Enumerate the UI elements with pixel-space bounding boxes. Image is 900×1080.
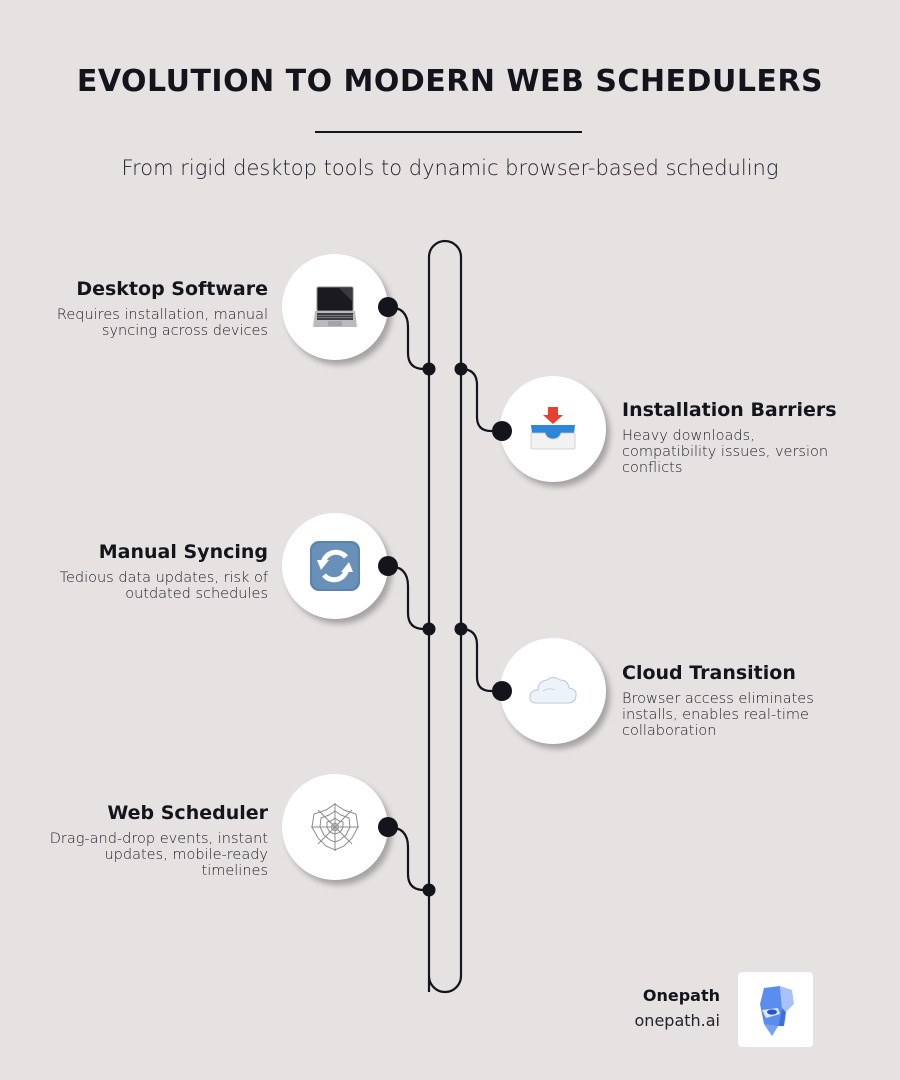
step-manual-syncing: Manual Syncing Tedious data updates, ris… bbox=[38, 541, 268, 602]
step-title: Manual Syncing bbox=[98, 541, 268, 563]
step-description: Tedious data updates, risk of outdated s… bbox=[59, 570, 268, 602]
junction-dot bbox=[454, 622, 468, 636]
step-description: Heavy downloads, compatibility issues, v… bbox=[622, 428, 829, 476]
junction-dot bbox=[422, 883, 436, 897]
step-description: Browser access eliminates installs, enab… bbox=[622, 691, 814, 739]
spider-web-icon bbox=[311, 803, 359, 851]
step-title: Desktop Software bbox=[76, 278, 268, 300]
step-desktop-software: Desktop Software Requires installation, … bbox=[38, 278, 268, 339]
step-node-manual-syncing bbox=[282, 513, 388, 619]
step-node-web-scheduler bbox=[282, 774, 388, 880]
brand-logo bbox=[738, 972, 813, 1047]
brand-block: Onepath onepath.ai bbox=[635, 986, 720, 1030]
junction-dot bbox=[422, 622, 436, 636]
step-description: Requires installation, manual syncing ac… bbox=[56, 307, 268, 339]
junction-dot bbox=[422, 362, 436, 376]
step-installation-barriers: Installation Barriers Heavy downloads, c… bbox=[622, 399, 852, 476]
step-cloud-transition: Cloud Transition Browser access eliminat… bbox=[622, 662, 852, 739]
title-divider bbox=[315, 131, 582, 133]
cloud-icon bbox=[529, 677, 577, 704]
step-node-installation-barriers bbox=[500, 376, 606, 482]
sync-arrows-icon bbox=[310, 541, 360, 591]
step-description: Drag-and-drop events, instant updates, m… bbox=[49, 831, 268, 879]
brand-url[interactable]: onepath.ai bbox=[634, 1011, 720, 1030]
step-node-desktop-software bbox=[282, 254, 388, 360]
page-title: EVOLUTION TO MODERN WEB SCHEDULERS bbox=[76, 64, 824, 99]
junction-dot bbox=[454, 362, 468, 376]
page-subtitle: From rigid desktop tools to dynamic brow… bbox=[121, 156, 779, 180]
step-title: Cloud Transition bbox=[622, 662, 796, 684]
step-title: Installation Barriers bbox=[622, 399, 837, 421]
onepath-face-logo-icon bbox=[759, 985, 794, 1036]
brand-name: Onepath bbox=[642, 986, 720, 1005]
inbox-download-icon bbox=[530, 407, 576, 450]
step-web-scheduler: Web Scheduler Drag-and-drop events, inst… bbox=[38, 802, 268, 879]
step-title: Web Scheduler bbox=[107, 802, 268, 824]
step-node-cloud-transition bbox=[500, 638, 606, 744]
laptop-icon bbox=[313, 286, 357, 327]
